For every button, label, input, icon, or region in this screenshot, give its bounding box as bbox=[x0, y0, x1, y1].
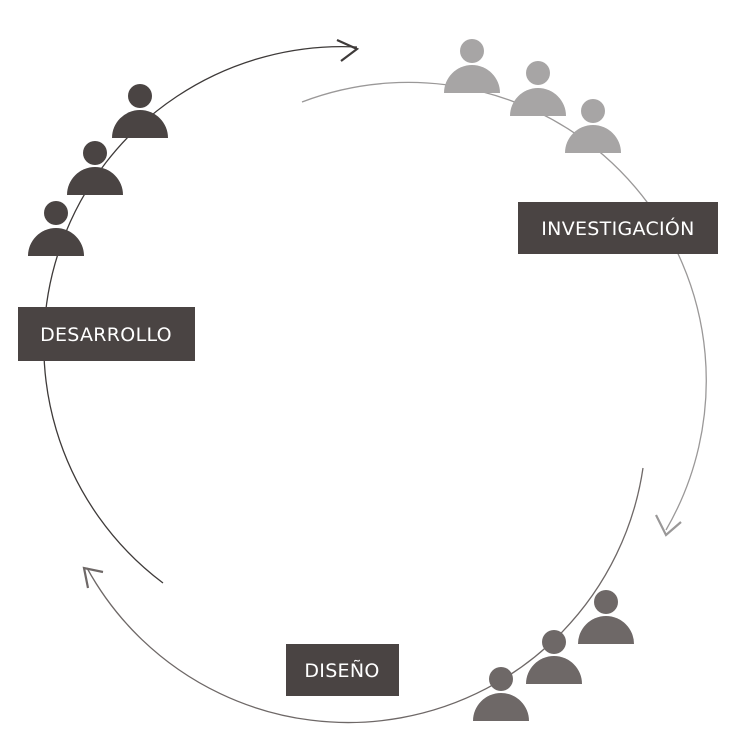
person-icon bbox=[473, 667, 529, 721]
arrow-head-investigacion bbox=[655, 514, 682, 537]
stage-label-box bbox=[286, 644, 399, 696]
stage-label-box bbox=[18, 307, 195, 361]
person-icon bbox=[565, 99, 621, 153]
person-icon bbox=[28, 201, 84, 256]
arrow-head-desarrollo bbox=[336, 38, 360, 62]
people-group-diseno bbox=[473, 590, 634, 721]
stage-label-diseno: DISEÑO bbox=[304, 659, 379, 682]
stage-investigacion: INVESTIGACIÓN bbox=[518, 202, 718, 254]
person-icon bbox=[578, 590, 634, 644]
arc-investigacion bbox=[301, 81, 707, 531]
person-icon bbox=[444, 39, 500, 93]
stage-label-box bbox=[518, 202, 718, 254]
person-icon bbox=[112, 84, 168, 138]
arc-diseno bbox=[86, 467, 644, 724]
people-group-investigacion bbox=[444, 39, 621, 153]
stage-label-desarrollo: DESARROLLO bbox=[40, 324, 172, 346]
stage-label-investigacion: INVESTIGACIÓN bbox=[541, 216, 694, 240]
person-icon bbox=[67, 141, 123, 195]
stage-desarrollo: DESARROLLO bbox=[18, 307, 195, 361]
arrow-head-diseno bbox=[82, 566, 104, 589]
stage-diseno: DISEÑO bbox=[286, 644, 399, 696]
person-icon bbox=[510, 61, 566, 116]
person-icon bbox=[526, 630, 582, 684]
people-group-desarrollo bbox=[28, 84, 168, 256]
